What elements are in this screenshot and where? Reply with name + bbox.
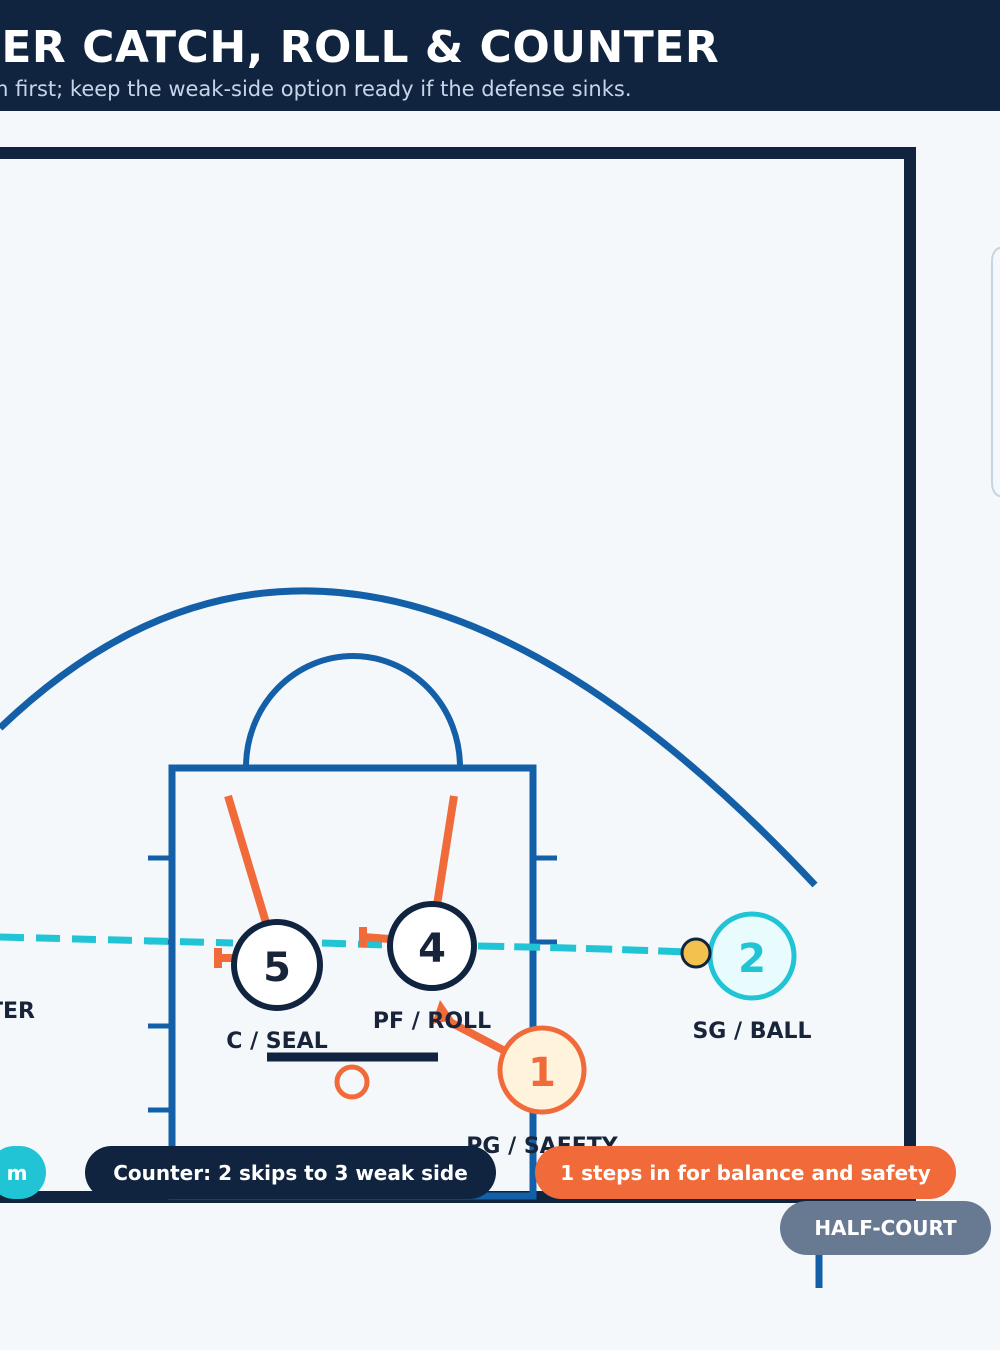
player-1-circle <box>497 1025 587 1115</box>
play-title: NER CATCH, ROLL & COUNTER <box>0 22 720 73</box>
pass-line-weak-side <box>0 933 234 947</box>
player-1-number: 1 <box>528 1050 556 1096</box>
player-4-circle <box>387 901 477 991</box>
note-pill-3: 1 steps in for balance and safety <box>535 1146 956 1199</box>
player-4-label: PF / ROLL <box>372 1009 492 1034</box>
roll-cut-path <box>433 795 458 906</box>
free-throw-circle <box>243 652 463 768</box>
player-3-label: TER <box>0 999 35 1024</box>
lane-hash-marks <box>148 855 557 1113</box>
player-5-label: C / SEAL <box>226 1029 328 1054</box>
safety-arrow-head <box>432 1000 454 1024</box>
player-2-label: SG / BALL <box>692 1019 812 1044</box>
player-2-number: 2 <box>738 936 766 982</box>
player-5-number: 5 <box>263 945 291 991</box>
three-point-arc <box>0 587 818 888</box>
lane-key <box>168 764 537 1200</box>
side-card-edge <box>991 246 1000 498</box>
safety-step-path <box>446 1017 505 1054</box>
play-subtitle: m first; keep the weak-side option ready… <box>0 77 632 101</box>
pass-line-high <box>321 939 389 949</box>
pass-line-ball <box>477 942 687 956</box>
screen-bar-4 <box>362 933 391 943</box>
basket-rim <box>334 1064 370 1100</box>
player-5-circle <box>231 919 323 1011</box>
player-4-number: 4 <box>418 926 446 972</box>
header-banner: NER CATCH, ROLL & COUNTER m first; keep … <box>0 0 1000 111</box>
note-pill-2: Counter: 2 skips to 3 weak side <box>85 1146 496 1199</box>
ball <box>680 937 712 969</box>
seal-cut-path <box>224 794 271 928</box>
half-court-badge: HALF-COURT <box>780 1201 991 1255</box>
note-pill-1: m <box>0 1146 46 1199</box>
